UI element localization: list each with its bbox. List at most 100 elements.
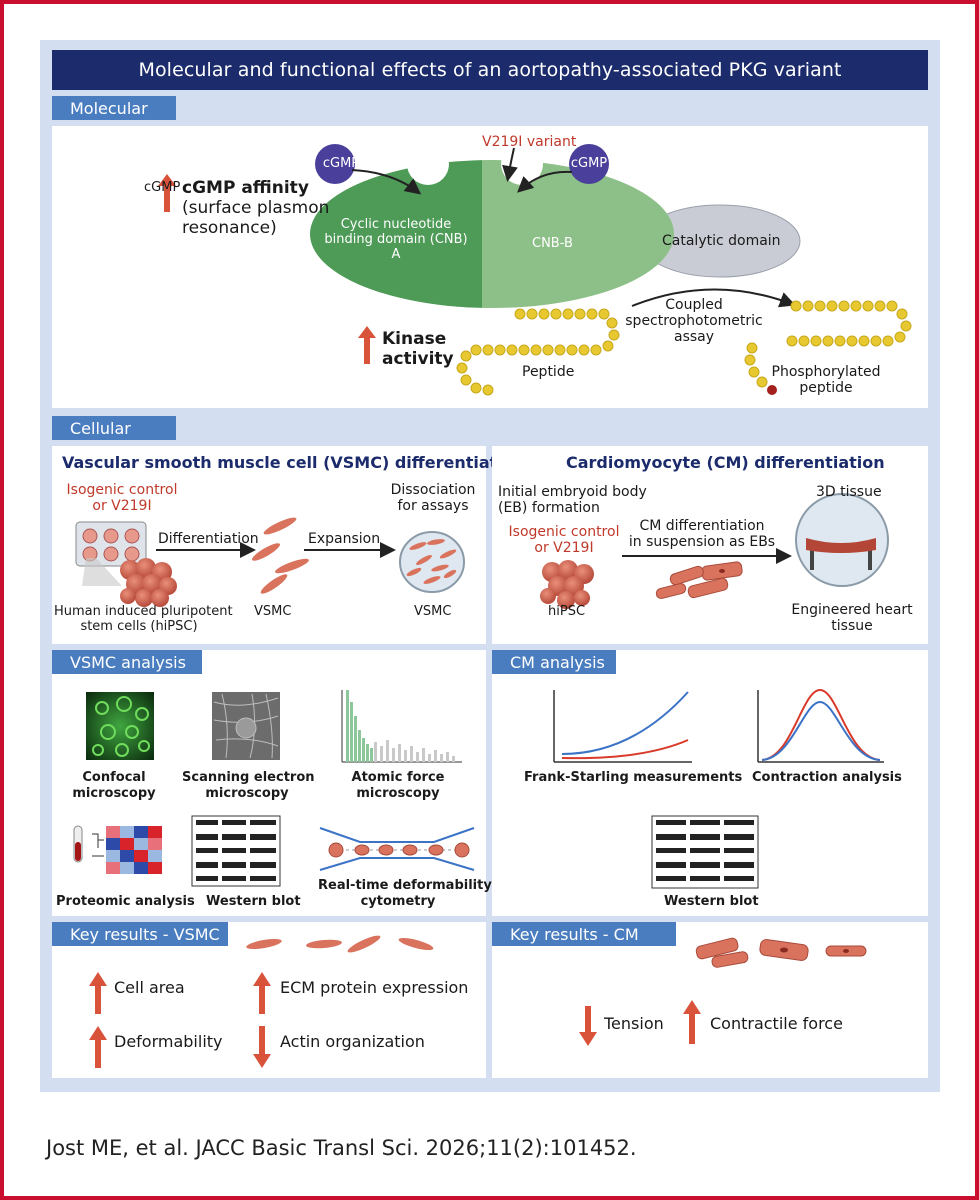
sem-image — [212, 692, 280, 760]
cm-analysis-diagram — [553, 688, 884, 889]
cell-cluster-icon — [540, 560, 594, 609]
tab-key-cm: Key results - CM — [492, 922, 676, 946]
down-arrow-icon — [253, 1026, 271, 1068]
vsmc-analysis-diagram — [73, 690, 475, 887]
cgmp-ball-icon — [569, 144, 609, 184]
up-arrow-icon — [683, 1000, 701, 1044]
vsmc-diff-title: Vascular smooth muscle cell (VSMC) diffe… — [62, 453, 526, 472]
tab-cellular: Cellular — [52, 416, 176, 440]
contraction-red-curve — [761, 688, 881, 761]
affinity-method-2: resonance) — [182, 218, 277, 238]
engineered-tissue-icon — [795, 493, 889, 587]
contraction-label: Contraction analysis — [752, 770, 902, 785]
key-cm-section — [492, 922, 928, 1078]
proteomic-label: Proteomic analysis — [56, 894, 195, 909]
catalytic-label: Catalytic domain — [662, 233, 781, 249]
western-blot-icon — [651, 815, 759, 889]
molecular-section: cGMP — [52, 126, 928, 408]
frank-starling-label: Frank-Starling measurements — [524, 770, 743, 785]
up-arrow-icon — [89, 972, 107, 1014]
vsmc-diff-section — [52, 446, 486, 644]
cnb-a-domain-shape — [310, 160, 482, 308]
frank-starling-plot — [553, 690, 692, 763]
up-arrow-icon — [358, 326, 376, 364]
cm-diff-diagram — [540, 493, 889, 609]
differentiation-label: Differentiation — [158, 531, 259, 547]
cgmp-left-label: cGMP — [144, 180, 181, 195]
eb-formation-label: Initial embryoid body(EB) formation — [498, 484, 647, 516]
peptide-label: Peptide — [522, 364, 575, 380]
citation: Jost ME, et al. JACC Basic Transl Sci. 2… — [46, 1136, 637, 1160]
tab-cm-analysis: CM analysis — [492, 650, 616, 674]
cell-cluster-icon — [120, 558, 177, 607]
cm-analysis-section — [492, 650, 928, 916]
cardiomyocyte-icon — [655, 561, 743, 599]
petri-dish-icon — [399, 531, 465, 593]
spindle-cell-icon — [246, 935, 434, 953]
key-vsmc-diagram — [89, 935, 434, 1068]
tab-key-vsmc: Key results - VSMC — [52, 922, 228, 946]
deformability-label: Deformability — [114, 1032, 223, 1051]
tissue3d-label: 3D tissue — [816, 484, 882, 500]
afm-histogram — [341, 690, 462, 763]
spindle-cell-icon — [252, 517, 309, 594]
tab-molecular: Molecular — [52, 96, 176, 120]
cm-diff-section — [492, 446, 928, 644]
peptide-chain — [456, 308, 620, 396]
cgmp-ball-icon — [315, 144, 355, 184]
down-arrow-icon — [579, 1006, 597, 1046]
up-arrow-icon — [158, 174, 176, 212]
vsmc-diff-diagram — [75, 517, 465, 607]
tension-label: Tension — [604, 1014, 664, 1033]
frank-red-curve — [561, 739, 689, 760]
contraction-plot — [757, 688, 884, 763]
phosphate-group — [767, 385, 777, 395]
vsmc-label-b: VSMC — [414, 604, 452, 619]
vsmc-analysis-section — [52, 650, 486, 916]
frank-blue-curve — [561, 691, 689, 755]
affinity-method-1: (surface plasmon — [182, 198, 330, 218]
cnb-b-label: CNB-B — [532, 236, 573, 251]
cm-western-label: Western blot — [664, 894, 759, 909]
expansion-label: Expansion — [308, 531, 381, 547]
heatmap-icon — [73, 825, 162, 874]
variant-label: V219I variant — [482, 134, 577, 150]
key-vsmc-section — [52, 922, 486, 1078]
cardiomyocyte-icon — [695, 937, 867, 968]
key-cm-diagram — [579, 937, 867, 1046]
contraction-blue-curve — [761, 700, 881, 761]
up-arrow-icon — [253, 972, 271, 1014]
tab-vsmc-analysis: VSMC analysis — [52, 650, 202, 674]
phosphorylated-peptide-chain — [744, 300, 912, 388]
cgmp-left-label: cGMP — [322, 156, 360, 171]
cm-diff-title: Cardiomyocyte (CM) differentiation — [566, 453, 885, 472]
cgmp-right-label: cGMP — [570, 156, 608, 171]
well-plate-icon — [75, 521, 147, 586]
molecular-diagram — [158, 143, 912, 396]
confocal-image — [86, 692, 154, 760]
hipsc-cm-label: hiPSC — [548, 604, 586, 619]
rtdc-channel-icon — [319, 827, 475, 871]
affinity-label: cGMP affinity — [182, 178, 309, 198]
figure-title: Molecular and functional effects of an a… — [52, 50, 928, 90]
vsmc-label-a: VSMC — [254, 604, 292, 619]
western-blot-icon — [191, 815, 281, 887]
vsmc-western-label: Western blot — [206, 894, 301, 909]
contractile-force-label: Contractile force — [710, 1014, 843, 1033]
actin-label: Actin organization — [280, 1032, 425, 1051]
